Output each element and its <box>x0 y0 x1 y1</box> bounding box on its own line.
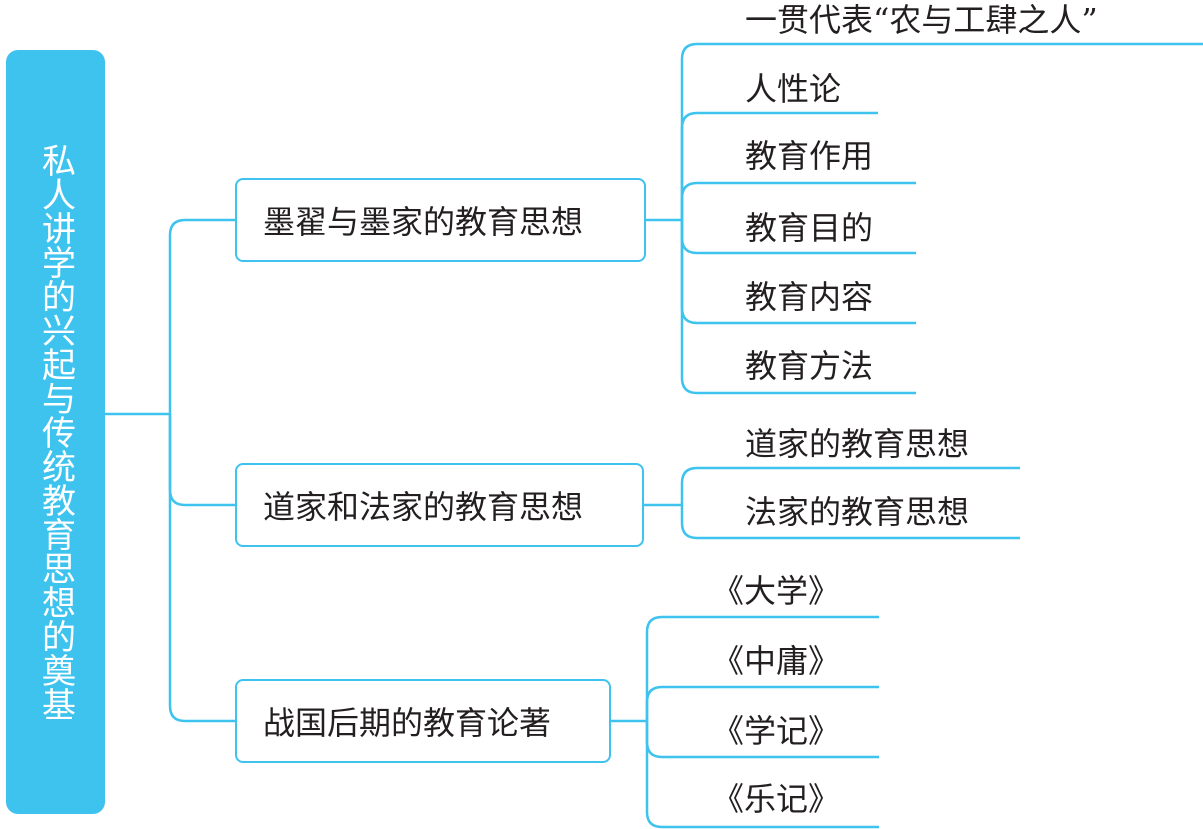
leaf-label: 教育内容 <box>745 278 874 316</box>
leaf-label: 教育目的 <box>745 209 874 247</box>
branch-label: 道家和法家的教育思想 <box>263 488 584 526</box>
leaf-label: 人性论 <box>745 70 842 108</box>
leaf-label: 《中庸》 <box>712 642 841 680</box>
branch-node-mohist: 墨翟与墨家的教育思想 <box>235 178 646 262</box>
root-node: 私人讲学的兴起与传统教育思想的奠基 <box>6 50 105 814</box>
leaf-label: 《乐记》 <box>712 780 841 818</box>
branch-node-late-warring-states: 战国后期的教育论著 <box>235 679 611 763</box>
branch-label: 墨翟与墨家的教育思想 <box>263 203 584 241</box>
leaf-label: 教育方法 <box>745 347 874 385</box>
leaf-label: 一贯代表“农与工肆之人” <box>745 1 1098 39</box>
leaf-label: 教育作用 <box>745 137 874 175</box>
leaf-label: 法家的教育思想 <box>745 493 970 531</box>
branch-node-taoist-legalist: 道家和法家的教育思想 <box>235 463 644 547</box>
leaf-label: 《学记》 <box>712 712 841 750</box>
branch-label: 战国后期的教育论著 <box>263 704 552 742</box>
leaf-label: 《大学》 <box>712 572 841 610</box>
leaf-label: 道家的教育思想 <box>745 425 970 463</box>
root-label: 私人讲学的兴起与传统教育思想的奠基 <box>35 143 76 721</box>
